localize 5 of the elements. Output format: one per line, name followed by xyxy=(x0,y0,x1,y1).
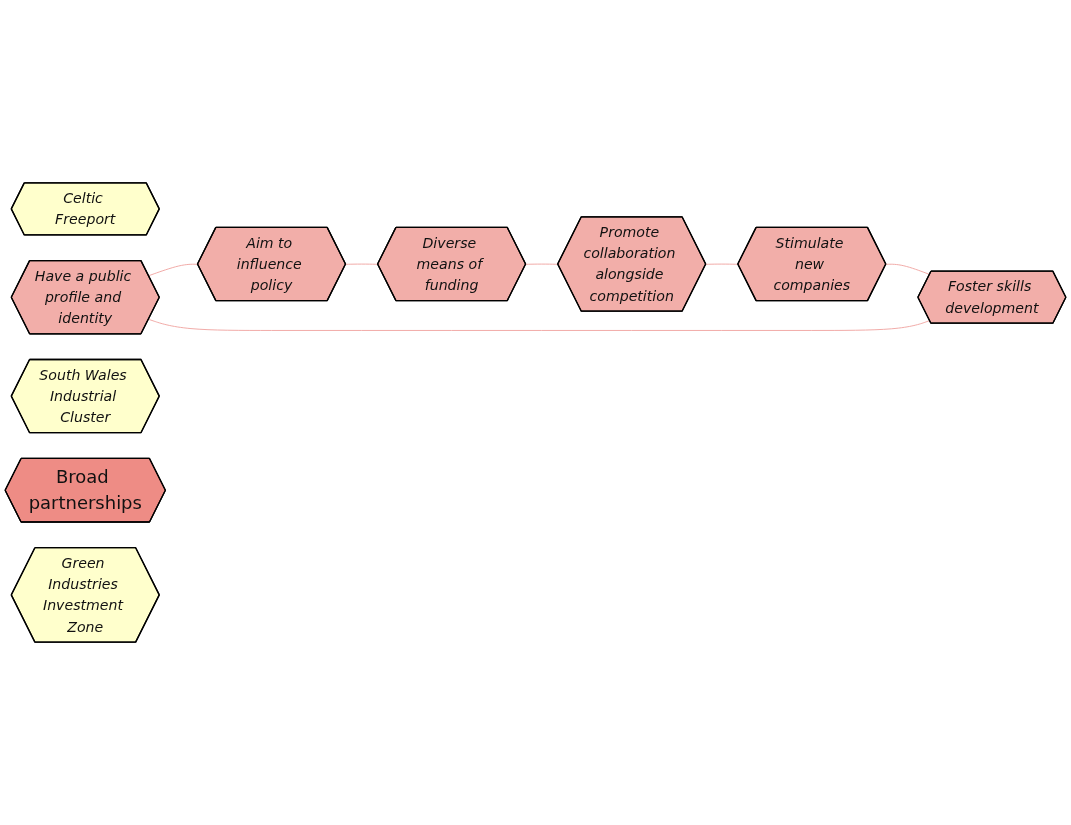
connector xyxy=(705,263,739,265)
connector xyxy=(148,263,199,277)
connector xyxy=(525,263,559,265)
connector xyxy=(148,318,931,331)
connector xyxy=(345,263,379,265)
